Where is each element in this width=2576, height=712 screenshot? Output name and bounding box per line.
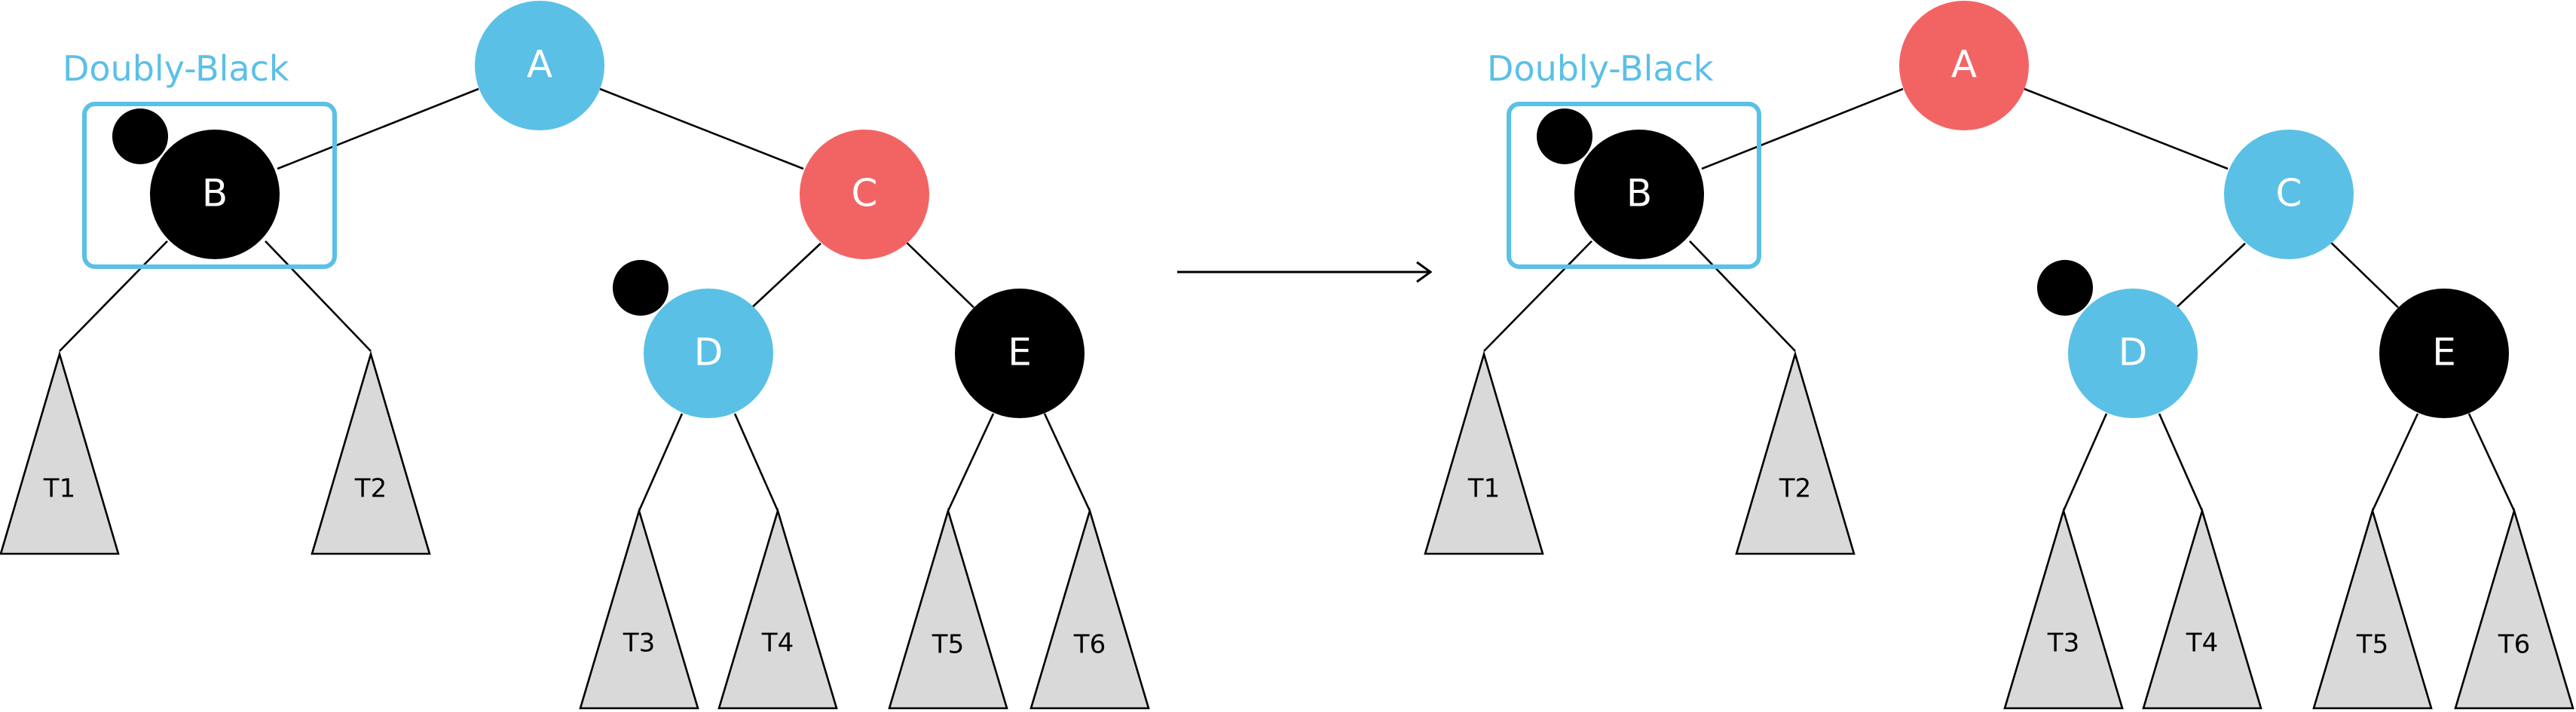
subtree-label: T4 bbox=[761, 628, 794, 659]
subtree-label: T3 bbox=[623, 628, 655, 659]
subtree-label: T5 bbox=[932, 630, 964, 660]
tree-edge bbox=[599, 87, 804, 170]
node-label: D bbox=[694, 331, 724, 374]
subtree-triangle-t5 bbox=[888, 507, 1008, 710]
tree-edge bbox=[2467, 413, 2516, 512]
tree-edge bbox=[906, 242, 974, 308]
subtree-label: T3 bbox=[2047, 628, 2079, 659]
tree-edge bbox=[2177, 243, 2246, 307]
node-circle bbox=[1899, 1, 2029, 130]
node-label: B bbox=[1626, 172, 1652, 215]
tree-edge bbox=[947, 413, 995, 512]
tree-node-b: B bbox=[1574, 130, 1704, 259]
subtree-label: T2 bbox=[354, 474, 387, 504]
tree-edge bbox=[752, 243, 821, 307]
node-label: E bbox=[2432, 331, 2456, 374]
node-circle bbox=[2068, 289, 2198, 418]
extra-black-marker-d bbox=[2037, 260, 2093, 316]
subtree-triangle-t6 bbox=[2454, 507, 2574, 710]
subtree-triangle-t1 bbox=[1424, 350, 1544, 555]
tree-edge bbox=[1483, 240, 1592, 352]
subtree-triangle-t2 bbox=[1735, 350, 1856, 555]
doubly-black-label: Doubly-Black bbox=[63, 48, 289, 89]
subtree-triangle-t4 bbox=[717, 507, 838, 710]
subtree-triangle-t1 bbox=[0, 350, 120, 555]
tree-edge bbox=[2158, 413, 2204, 512]
node-label: D bbox=[2119, 331, 2148, 374]
tree-node-a: A bbox=[1899, 1, 2029, 130]
node-label: C bbox=[852, 172, 878, 215]
subtree-label: T1 bbox=[43, 474, 75, 504]
tree-node-a: A bbox=[475, 1, 604, 130]
subtree-label: T1 bbox=[1467, 474, 1500, 504]
tree-edge bbox=[265, 240, 372, 352]
subtree-triangle-t5 bbox=[2312, 507, 2433, 710]
node-label: E bbox=[1008, 331, 1032, 374]
tree-node-c: C bbox=[800, 130, 929, 259]
node-circle bbox=[2224, 130, 2354, 259]
transition-arrow bbox=[1177, 261, 1433, 283]
doubly-black-highlight-box bbox=[1507, 102, 1761, 269]
node-circle bbox=[2379, 289, 2509, 418]
node-circle bbox=[644, 289, 773, 418]
subtree-triangle-t6 bbox=[1029, 507, 1150, 710]
tree-edge bbox=[2371, 413, 2419, 512]
doubly-black-label: Doubly-Black bbox=[1487, 48, 1714, 89]
arrow-head bbox=[1416, 261, 1433, 283]
node-label: B bbox=[202, 172, 228, 215]
tree-node-c: C bbox=[2224, 130, 2354, 259]
extra-black-marker-d bbox=[613, 260, 668, 316]
tree-edge bbox=[2062, 413, 2108, 512]
tree-edge bbox=[2024, 87, 2229, 170]
tree-node-d: D bbox=[2068, 289, 2198, 418]
node-circle bbox=[800, 130, 929, 259]
tree-edge bbox=[277, 87, 479, 170]
tree-edge bbox=[2330, 242, 2399, 308]
subtree-label: T6 bbox=[1073, 630, 1106, 660]
node-circle bbox=[475, 1, 604, 130]
tree-node-e: E bbox=[955, 289, 1085, 418]
tree-edge bbox=[638, 413, 684, 512]
node-label: A bbox=[1951, 43, 1977, 87]
subtree-triangle-t3 bbox=[579, 507, 699, 710]
subtree-triangle-t4 bbox=[2142, 507, 2262, 710]
tree-edge bbox=[1701, 87, 1904, 170]
node-label: A bbox=[527, 43, 552, 87]
tree-edge bbox=[1043, 413, 1091, 512]
node-circle bbox=[150, 130, 280, 259]
extra-black-marker-b bbox=[112, 108, 168, 164]
tree-node-d: D bbox=[644, 289, 773, 418]
tree-edge bbox=[733, 413, 779, 512]
subtree-triangle-t3 bbox=[2003, 507, 2124, 710]
tree-node-e: E bbox=[2379, 289, 2509, 418]
node-circle bbox=[955, 289, 1085, 418]
subtree-label: T4 bbox=[2186, 628, 2218, 659]
node-circle bbox=[1574, 130, 1704, 259]
subtree-label: T6 bbox=[2498, 630, 2530, 660]
tree-edge bbox=[59, 240, 168, 352]
subtree-label: T2 bbox=[1779, 474, 1811, 504]
tree-edge bbox=[1689, 240, 1796, 352]
doubly-black-highlight-box bbox=[82, 102, 337, 269]
subtree-label: T5 bbox=[2356, 630, 2388, 660]
extra-black-marker-b bbox=[1537, 108, 1592, 164]
node-label: C bbox=[2276, 172, 2302, 215]
tree-node-b: B bbox=[150, 130, 280, 259]
subtree-triangle-t2 bbox=[311, 350, 431, 555]
